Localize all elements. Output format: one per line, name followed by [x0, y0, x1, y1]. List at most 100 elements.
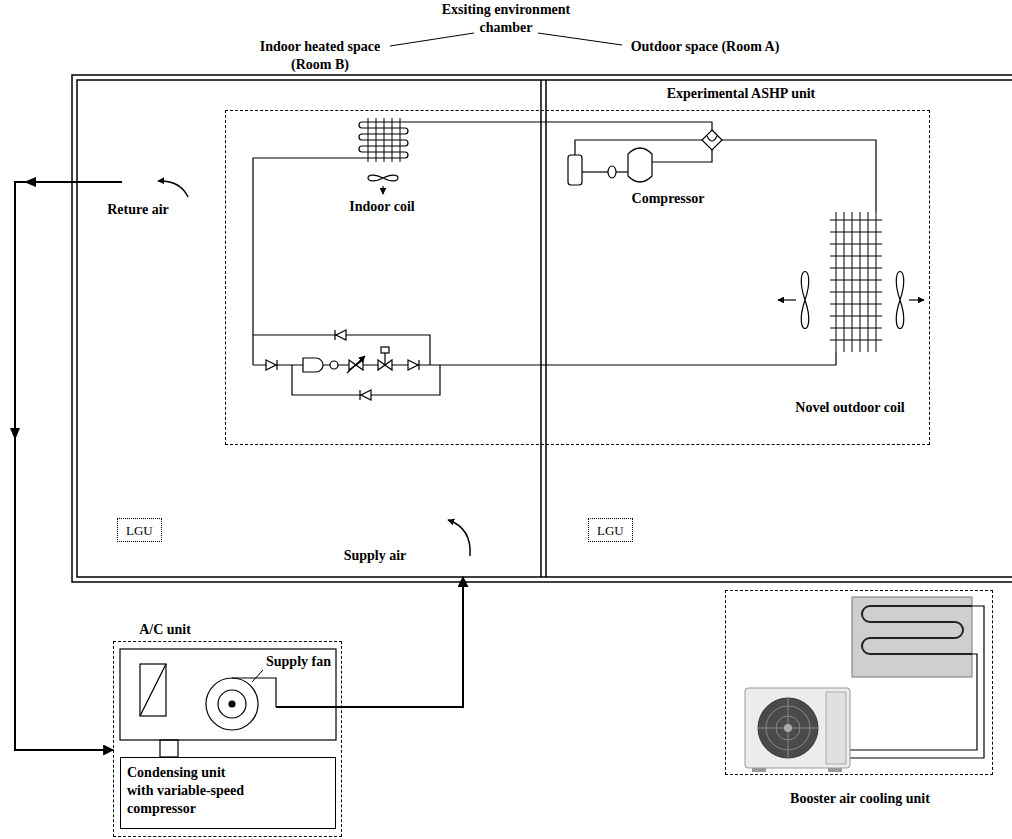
indoor-coil-symbol — [400, 118, 401, 162]
chamber-label: Exsiting environment chamber — [421, 1, 591, 37]
refrigerant-pipe — [850, 606, 984, 758]
air-handler — [206, 678, 258, 730]
fan-symbol — [909, 299, 924, 300]
outdoor-coil-symbol — [830, 256, 882, 257]
chamber-wall — [545, 80, 547, 577]
leader-line — [538, 33, 622, 45]
outdoor-coil-symbol — [830, 212, 882, 352]
outdoor-unit-image — [752, 768, 766, 772]
valve-symbol — [707, 136, 717, 141]
component-label: Novel outdoor coil — [780, 399, 920, 417]
fan-symbol — [778, 299, 796, 300]
air-handler — [120, 649, 336, 740]
compressor-symbol — [568, 155, 582, 185]
outdoor-coil-symbol — [836, 212, 837, 352]
leader-line — [252, 670, 263, 682]
unit-heading: A/C unit — [125, 621, 205, 639]
outdoor-coil-symbol — [830, 268, 882, 269]
outdoor-coil-symbol — [830, 244, 882, 245]
process-box: Condensing unit with variable-speed comp… — [120, 757, 336, 829]
chamber-wall — [77, 80, 1012, 577]
refrigerant-pipe — [253, 122, 876, 395]
indoor-coil-symbol — [384, 118, 385, 162]
airflow-arrow — [158, 181, 470, 556]
valve-symbol — [266, 360, 277, 370]
valve-symbol — [330, 361, 338, 369]
outdoor-coil-symbol — [830, 292, 882, 293]
outdoor-unit-image — [745, 688, 850, 768]
valve-symbol — [276, 360, 277, 370]
valve-symbol — [359, 390, 360, 400]
outdoor-coil-symbol — [868, 212, 869, 352]
valve-symbol — [347, 356, 365, 373]
fan-symbol — [368, 175, 924, 328]
air-handler — [160, 740, 178, 757]
valve-symbol — [384, 353, 385, 364]
outdoor-coil-symbol — [830, 220, 882, 221]
cooling-panel — [852, 597, 972, 677]
airflow-arrow — [158, 181, 188, 197]
chamber-wall — [72, 75, 1012, 582]
leader-line — [252, 33, 622, 682]
unit-text: Condensing unit with variable-speed comp… — [127, 764, 251, 818]
compressor-symbol — [628, 148, 652, 182]
outdoor-coil-symbol — [852, 212, 853, 352]
room-region: Outdoor space (Room A)LGU — [546, 80, 1012, 577]
outdoor-coil-symbol — [830, 316, 882, 317]
air-handler — [232, 678, 276, 707]
fan-symbol — [801, 272, 809, 329]
component-label: Supply fan — [266, 653, 336, 671]
sensor-label: LGU — [597, 522, 624, 540]
refrigerant-pipe — [253, 122, 712, 365]
chamber-wall — [540, 80, 542, 577]
leader-line — [390, 33, 474, 46]
air-handler — [229, 701, 235, 707]
compressor-symbol — [568, 148, 652, 185]
chamber-wall — [72, 75, 1012, 582]
unit-box: Experimental ASHP unit — [225, 110, 930, 445]
outdoor-coil-symbol — [844, 212, 845, 352]
indoor-coil-symbol — [368, 118, 400, 162]
valve-symbol — [334, 330, 335, 340]
valve-symbol — [361, 390, 371, 400]
indoor-coil-symbol — [392, 118, 393, 162]
valve-symbol — [702, 130, 722, 150]
air-handler — [140, 664, 166, 716]
airflow-label: Supply air — [325, 547, 425, 565]
unit-box: A/C unitCondensing unit with variable-sp… — [113, 641, 342, 837]
component-label: Compressor — [618, 190, 718, 208]
sensor-label: LGU — [126, 522, 153, 540]
unit-box: Booster air cooling unit — [725, 590, 993, 775]
refrigerant-pipe — [253, 335, 430, 365]
outdoor-unit-image — [758, 698, 818, 758]
air-duct — [342, 577, 463, 707]
outdoor-coil-symbol — [830, 280, 882, 281]
refrigerant-pipe — [652, 150, 712, 162]
valve-symbol — [378, 347, 392, 370]
refrigerant-pipe — [722, 140, 876, 212]
fan-symbol — [896, 272, 904, 329]
refrigerant-pipe — [616, 171, 628, 172]
valve-symbol — [408, 360, 419, 370]
valve-symbol — [381, 347, 389, 353]
valve-symbol — [347, 356, 365, 373]
valve-symbol — [360, 390, 371, 400]
fan-symbol — [368, 175, 398, 181]
valve-symbol — [335, 330, 346, 340]
cooling-panel — [852, 597, 972, 677]
air-handler — [218, 690, 246, 718]
outdoor-coil-symbol — [830, 232, 882, 233]
valve-symbol — [408, 360, 418, 370]
outdoor-unit-image — [826, 692, 846, 764]
air-duct — [276, 706, 342, 708]
sensor-box: LGU — [117, 518, 162, 542]
room-heading: Outdoor space (Room A) — [605, 38, 805, 56]
room-heading: Indoor heated space (Room B) — [245, 38, 395, 74]
air-handler — [140, 664, 166, 716]
fan-symbol — [382, 186, 383, 194]
valve-symbol — [303, 358, 323, 372]
